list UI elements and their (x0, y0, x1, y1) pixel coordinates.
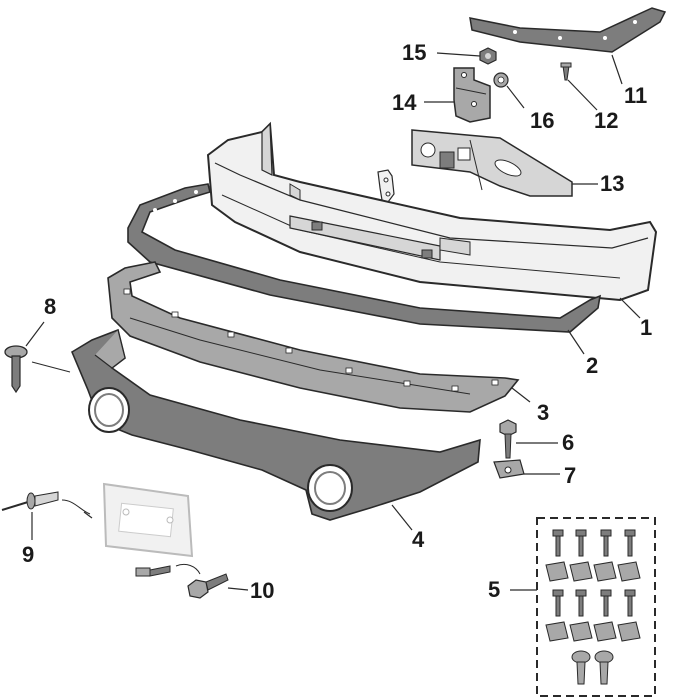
callout-2: 2 (586, 353, 599, 378)
part-6-bolt (499, 419, 517, 459)
small-bracket (377, 169, 395, 203)
callout-1: 1 (640, 315, 653, 340)
part-15-nut (479, 47, 497, 65)
callout-6: 6 (562, 430, 575, 455)
leader-lines (25, 52, 641, 591)
callout-9: 9 (22, 542, 35, 567)
part-10-bolts (135, 563, 229, 599)
part-7-clip (493, 459, 525, 479)
part-9-rivet (1, 491, 93, 519)
callout-15: 15 (402, 40, 427, 65)
callout-8: 8 (44, 294, 57, 319)
callout-5: 5 (488, 577, 501, 602)
callout-7: 7 (564, 463, 577, 488)
part-8-push-pin (4, 345, 71, 394)
part-1-bumper (206, 121, 658, 302)
callout-11: 11 (624, 83, 648, 108)
callout-4: 4 (412, 527, 425, 552)
part-2-strip (127, 183, 602, 333)
callout-3: 3 (537, 400, 550, 425)
part-14-bracket (453, 67, 491, 123)
callout-16: 16 (530, 108, 555, 133)
part-11-bracket (469, 7, 667, 53)
callout-10: 10 (250, 578, 275, 603)
part-12-screw (560, 62, 572, 81)
callout-14: 14 (392, 90, 417, 115)
part-16-washer (493, 72, 509, 88)
part-3-valance (107, 261, 520, 413)
part-5-hardware-kit (536, 517, 656, 697)
callout-12: 12 (594, 108, 619, 133)
part-4-air-dam (70, 328, 481, 521)
part-13-bracket (411, 129, 573, 197)
license-plate-bracket (102, 482, 194, 558)
callout-13: 13 (600, 171, 625, 196)
